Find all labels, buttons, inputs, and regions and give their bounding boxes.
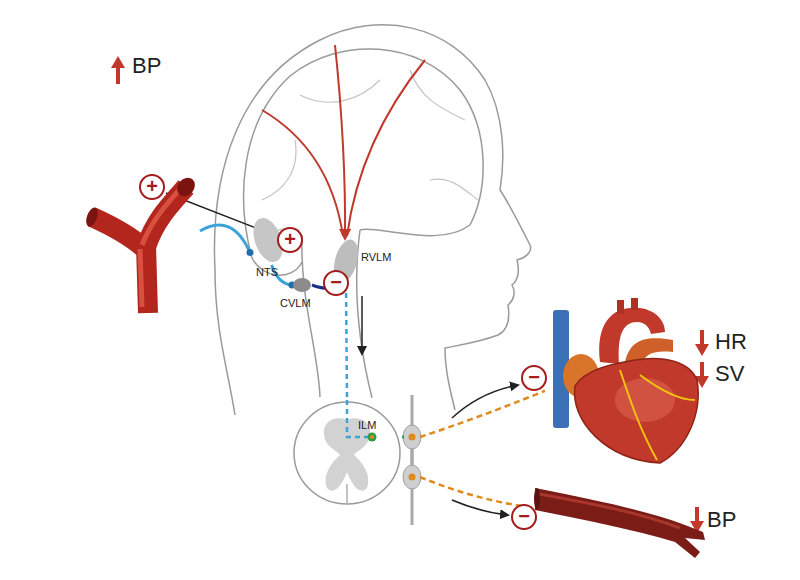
decrease-arrow (700, 362, 704, 378)
descending-cortical-path (347, 60, 425, 236)
nerve-fiber (420, 391, 545, 437)
descending-cortical-path (335, 45, 345, 238)
node-label: BP (707, 509, 736, 531)
preganglionic-neuron (370, 435, 374, 439)
nerve-fiber (420, 477, 535, 508)
nerve-fiber (346, 284, 347, 400)
ganglion (403, 425, 421, 449)
nerve-fiber (411, 449, 414, 465)
inhibitory-sign: − (511, 504, 537, 530)
spinal-cord: ILM (292, 400, 402, 506)
artery-shape (80, 175, 200, 315)
vessel-end (534, 488, 540, 510)
nerve-pathway (346, 284, 347, 400)
nucleus-shape (292, 276, 312, 294)
white-matter (294, 402, 400, 504)
vessel-wall (535, 488, 705, 558)
aortic-branch (631, 298, 638, 310)
descending-cortical-path (262, 110, 343, 236)
nerve-pathway (402, 391, 545, 437)
node-label: CVLM (280, 298, 311, 309)
brain-gyri (255, 70, 478, 240)
heart-body (575, 358, 699, 463)
head-outline (214, 25, 530, 415)
ganglion-cell (409, 474, 416, 481)
preganglionic-neuron (368, 433, 377, 442)
nerve-fiber (402, 436, 404, 439)
decrease-arrow (695, 507, 699, 523)
ventral-fissure (346, 484, 347, 503)
signal-arrow (361, 296, 363, 354)
sympathetic-chain (411, 395, 414, 525)
node-label: RVLM (361, 252, 391, 263)
node-label: NTS (256, 267, 278, 278)
coronary-vessel (620, 370, 695, 460)
descending-fiber (347, 400, 369, 437)
aortic-branch (617, 300, 624, 314)
excitatory-sign: + (277, 227, 303, 253)
decrease-arrow (700, 330, 704, 346)
artery-wall (92, 187, 186, 313)
nerve-fiber (200, 225, 250, 253)
brainstem-nucleus: CVLM (292, 276, 312, 294)
spinal-cord-section (292, 400, 402, 506)
peripheral-vessel: BP (535, 480, 705, 560)
baroreceptor-artery: BP (80, 175, 200, 315)
artery-highlight (140, 189, 180, 307)
ganglion-cell (409, 434, 416, 441)
artery-end (84, 206, 100, 228)
brain-outline (244, 49, 483, 258)
nerve-pathway (402, 437, 535, 508)
nucleus-body (293, 278, 311, 292)
increase-arrow (116, 66, 120, 84)
inhibitory-sign: − (521, 365, 547, 391)
node-label: ILM (358, 420, 376, 431)
nerve-fiber (402, 436, 404, 439)
excitatory-sign: + (139, 174, 165, 200)
node-label: SV (715, 363, 744, 385)
ganglion (403, 465, 421, 489)
increase-arrow (111, 56, 125, 68)
blood-vessel (535, 480, 705, 560)
synapse-dot (247, 249, 254, 256)
decrease-arrow (695, 344, 709, 356)
heart: HRSV (545, 300, 705, 465)
artery-end (173, 174, 198, 200)
node-label: HR (715, 331, 747, 353)
vessel-highlight (539, 494, 680, 528)
nerve-pathway (200, 225, 254, 256)
node-label: BP (132, 55, 161, 77)
inhibitory-sign: − (323, 270, 349, 296)
heart-illustration (545, 300, 705, 465)
signal-arrow (452, 385, 518, 418)
